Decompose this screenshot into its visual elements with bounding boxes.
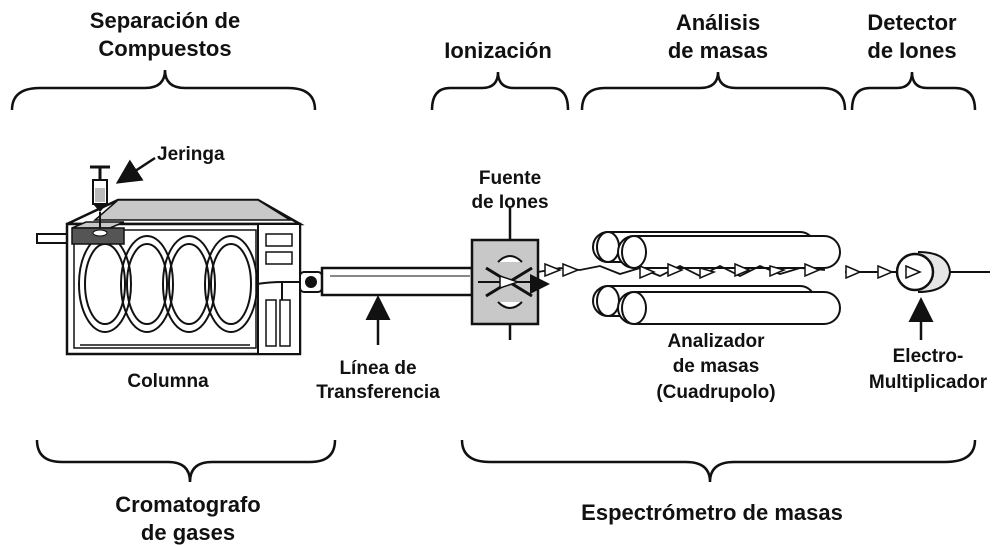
label-fuente-line1: Fuente (479, 168, 541, 189)
header-detector-line2: de Iones (867, 38, 956, 63)
brace-detector (850, 71, 977, 111)
header-separacion-line1: Separación de (90, 8, 240, 33)
quadrupole-analyzer (530, 231, 841, 325)
bottom-braces (35, 439, 977, 483)
header-detector: Detector de Iones (867, 10, 957, 63)
footer-cromatografo-line1: Cromatografo (115, 492, 260, 517)
transfer-tube (320, 266, 474, 297)
footer-cromatografo-line2: de gases (141, 520, 235, 545)
label-linea-line2: Transferencia (316, 382, 440, 403)
rod-top-front (617, 235, 841, 269)
header-detector-line1: Detector (867, 10, 957, 35)
label-analizador-line2: de masas (673, 356, 760, 377)
brace-ionizacion (430, 71, 570, 111)
label-analizador-line1: Analizador (667, 331, 765, 352)
footer-espectrometro: Espectrómetro de masas (581, 500, 843, 525)
header-analisis-line1: Análisis (676, 10, 760, 35)
inlet-stub (36, 233, 68, 244)
label-electro-line2: Multiplicador (869, 372, 988, 393)
top-braces (10, 69, 977, 111)
jeringa-arrow (115, 156, 156, 184)
panel-slot-1 (265, 299, 277, 347)
label-fuente-line2: de Iones (471, 192, 548, 213)
transfer-line (299, 266, 474, 345)
header-analisis-line2: de masas (668, 38, 768, 63)
panel-slot-2 (279, 299, 291, 347)
brace-analisis (580, 71, 847, 111)
header-ionizacion-line1: Ionización (444, 38, 552, 63)
header-separacion-line2: Compuestos (98, 36, 231, 61)
electron-multiplier (845, 251, 990, 340)
label-columna: Columna (127, 371, 209, 392)
gas-chromatograph (36, 156, 305, 356)
label-analizador-line3: (Cuadrupolo) (656, 382, 775, 403)
header-ionizacion: Ionización (444, 38, 552, 63)
column-coils (78, 235, 300, 333)
panel-display-1 (265, 233, 293, 247)
rod-bottom-front (617, 291, 841, 325)
brace-espectrometro (460, 439, 977, 483)
label-linea-line1: Línea de (339, 358, 416, 379)
panel-display-2 (265, 251, 293, 265)
syringe (90, 165, 110, 228)
ion-source (470, 208, 540, 340)
header-analisis: Análisis de masas (668, 10, 768, 63)
header-separacion: Separación de Compuestos (90, 8, 240, 61)
label-electro-line1: Electro- (893, 346, 964, 367)
brace-separacion (10, 69, 317, 111)
oven-top-panel (92, 199, 293, 221)
brace-cromatografo (35, 439, 337, 483)
label-jeringa: Jeringa (157, 144, 225, 165)
